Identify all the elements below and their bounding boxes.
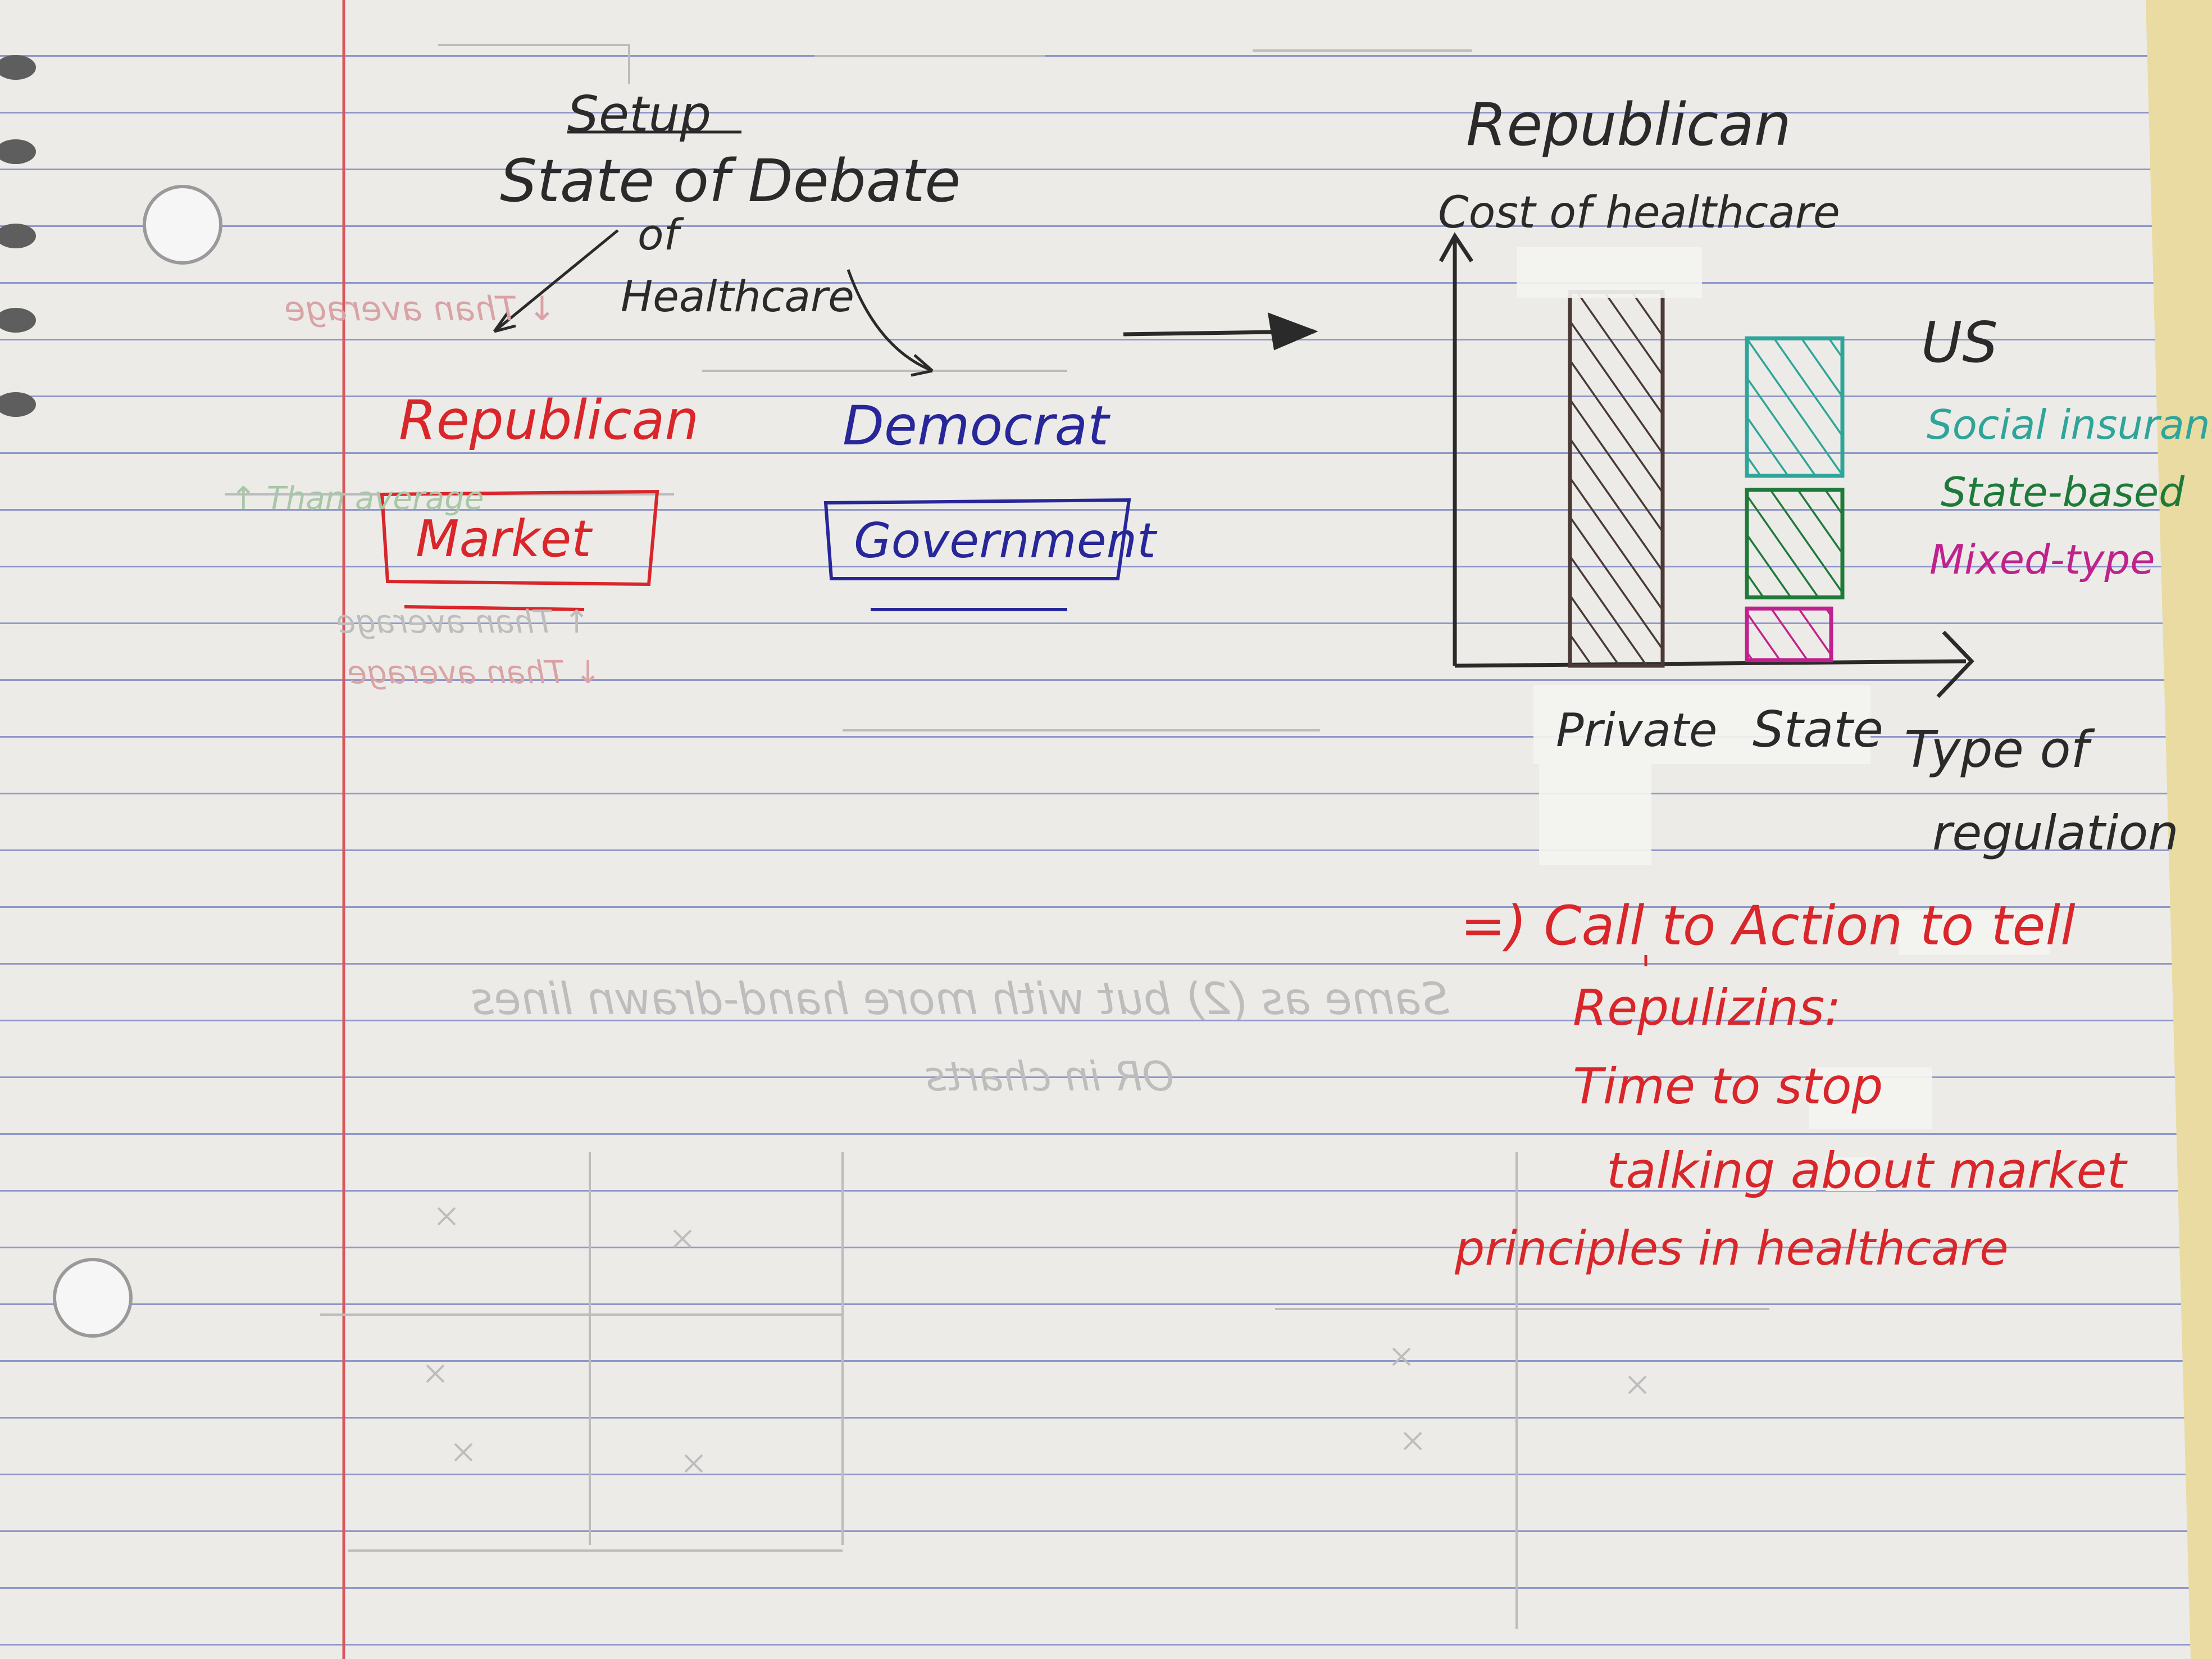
- tape-patch: [1899, 910, 2050, 955]
- ghost-text-left-2: ↑ Than average: [230, 480, 484, 517]
- bar-state-state-based: [1745, 488, 1845, 599]
- x-tick-state: State: [1753, 701, 1883, 758]
- cost-chart: [1439, 232, 1974, 698]
- ghost-x-marks: [426, 1207, 1647, 1473]
- government-label: Government: [854, 513, 1156, 569]
- legend-title: US: [1921, 310, 1998, 375]
- x-axis-label-1: Type of: [1904, 720, 2089, 779]
- government-box: [823, 498, 1131, 611]
- market-box: [380, 489, 659, 611]
- ghost-text-left-3: ↑ Than average: [336, 604, 590, 640]
- ghost-text-bottom: Same as (2) but with more hand-drawn lin…: [471, 974, 1449, 1025]
- call-to-action-3: Time to stop: [1573, 1057, 1883, 1115]
- tape-patch: [1517, 247, 1702, 298]
- legend-social: Social insurance: [1927, 401, 2212, 448]
- call-to-action-1: =) Call to Action to tell: [1460, 894, 2076, 957]
- punch-hole: [143, 185, 222, 265]
- ghost-text-left-1: ↓ Than average: [284, 289, 556, 329]
- legend-state: State-based: [1941, 469, 2184, 516]
- democrat-label: Democrat: [843, 394, 1109, 457]
- bar-state-social-insurance: [1745, 336, 1845, 478]
- call-to-action-4: talking about market: [1606, 1142, 2127, 1199]
- tape-patch: [1533, 685, 1870, 764]
- tape-patch: [1539, 764, 1651, 865]
- punch-hole: [53, 1258, 133, 1338]
- x-axis-arrowhead: [1936, 630, 1974, 698]
- tape-patch: [1809, 1067, 1932, 1129]
- bar-private: [1568, 289, 1665, 668]
- debate-title: State of Debate: [500, 147, 961, 215]
- x-tick-private: Private: [1556, 704, 1718, 757]
- bar-state-mixed-type: [1745, 606, 1833, 662]
- debate-title-of: of: [638, 210, 679, 260]
- republican-label: Republican: [399, 389, 699, 452]
- spiral-binding: [0, 55, 36, 417]
- y-axis-arrowhead: [1439, 232, 1473, 262]
- market-label: Market: [416, 510, 591, 569]
- tape-patch: [1826, 1157, 1876, 1191]
- legend-mixed: Mixed-type: [1929, 536, 2155, 583]
- x-axis: [1454, 659, 1967, 668]
- chart-heading: Republican: [1466, 90, 1791, 159]
- debate-topic: Healthcare: [621, 271, 854, 321]
- debate-arrows: [493, 130, 1318, 377]
- ghost-text-bottom-2: OR in charts: [925, 1053, 1174, 1100]
- call-to-action-2: Repulizins:: [1573, 979, 1841, 1037]
- chart-ylabel: Cost of healthcare: [1438, 188, 1840, 238]
- setup-heading: Setup: [567, 85, 712, 143]
- ghost-text-left-4: ↓ Than average: [347, 654, 601, 691]
- arrow-to-republican: [493, 229, 619, 333]
- arrow-to-democrat: [846, 269, 933, 372]
- call-to-action-5: principles in healthcare: [1455, 1221, 2009, 1276]
- x-axis-label-2: regulation: [1932, 805, 2179, 861]
- page-edge: [2146, 0, 2212, 1659]
